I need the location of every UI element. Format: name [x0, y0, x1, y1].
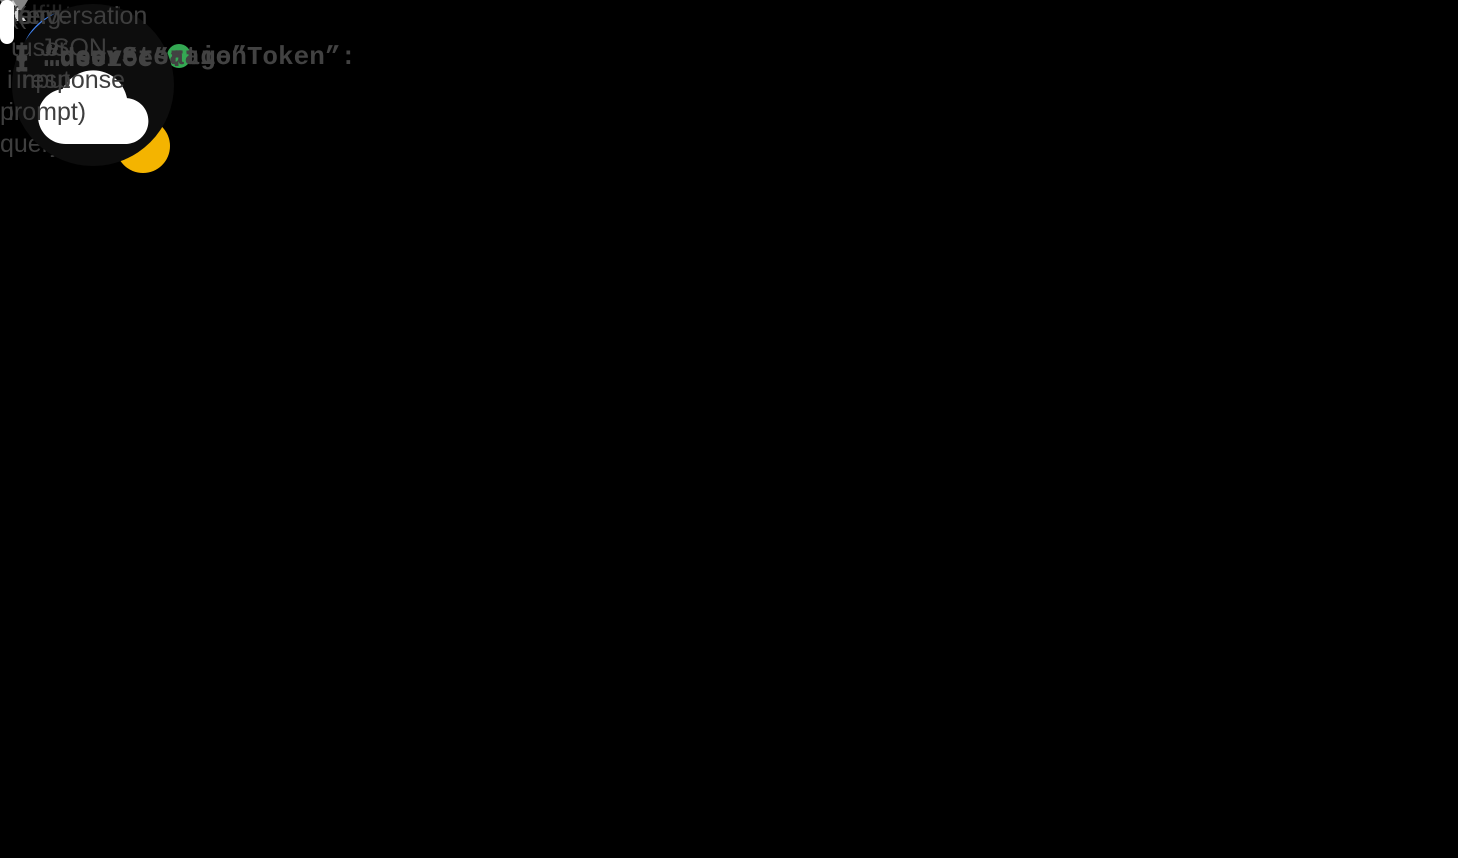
code-line: { [14, 42, 30, 72]
code-line: “device”: [44, 44, 185, 74]
response-flow-label-line1: Conversation JSON response [0, 2, 148, 94]
code-line: “userStorage”: [44, 42, 263, 72]
code-line: … [44, 42, 60, 72]
code-line: } [14, 42, 30, 72]
code-line: } [14, 44, 30, 74]
request-json-snippet: { “user”: “device”: … } [0, 0, 184, 74]
code-line: “user”: [44, 44, 154, 74]
code-line: “conversationToken”: [44, 42, 357, 72]
code-line: { [14, 44, 30, 74]
response-flow-label-line2: (e.g. user input prompt) [0, 2, 87, 126]
response-json-snippet: { “conversationToken”: “userStorage”: … … [0, 0, 356, 72]
code-line: … [44, 44, 60, 74]
